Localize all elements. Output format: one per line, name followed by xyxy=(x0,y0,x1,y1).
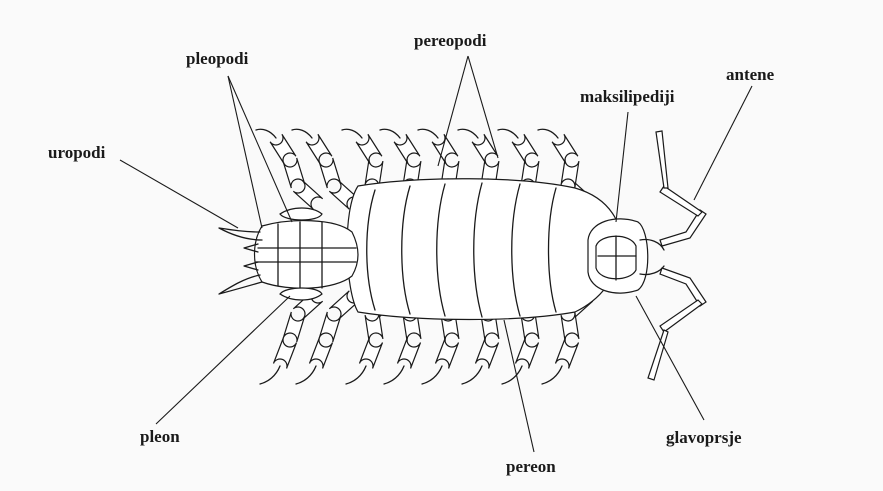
leg-segment xyxy=(270,134,296,164)
leg-segment xyxy=(552,134,578,164)
label-pleopodi: pleopodi xyxy=(186,49,249,68)
leg-claw xyxy=(256,129,276,138)
leg-segment xyxy=(472,134,498,164)
leg-claw xyxy=(380,129,400,138)
leg-segment xyxy=(293,181,322,209)
leg-segment xyxy=(555,337,578,368)
label-pleon: pleon xyxy=(140,427,180,446)
leg-segment xyxy=(397,337,420,368)
pereon-body xyxy=(347,179,621,320)
leg-segment xyxy=(365,313,383,341)
head-cephalothorax xyxy=(588,219,664,293)
leg-segment xyxy=(356,134,382,164)
leg-claw xyxy=(422,366,442,384)
leg-segment xyxy=(273,337,296,368)
leg-claw xyxy=(542,366,562,384)
label-pereopodi: pereopodi xyxy=(414,31,487,50)
leg-claw xyxy=(260,366,280,384)
label-antene: antene xyxy=(726,65,775,84)
leg-claw xyxy=(458,129,478,138)
leg-claw xyxy=(538,129,558,138)
label-uropodi: uropodi xyxy=(48,143,106,162)
antennae xyxy=(648,131,706,380)
leg-segment xyxy=(319,312,340,342)
leg-segment xyxy=(359,337,382,368)
leg-segment xyxy=(309,337,332,368)
leg-claw xyxy=(418,129,438,138)
leg-segment xyxy=(561,313,579,341)
label-maksilipediji: maksilipediji xyxy=(580,87,675,106)
leg-segment xyxy=(435,337,458,368)
leg-claw xyxy=(384,366,404,384)
leg-segment xyxy=(512,134,538,164)
pleon-body xyxy=(255,208,359,300)
leg-claw xyxy=(296,366,316,384)
leg-segment xyxy=(319,158,340,188)
label-pereon: pereon xyxy=(506,457,556,476)
leg-segment xyxy=(515,337,538,368)
leg-claw xyxy=(502,366,522,384)
leg-segment xyxy=(283,312,304,342)
leg-claw xyxy=(346,366,366,384)
leg-claw xyxy=(462,366,482,384)
leg-segment xyxy=(283,158,304,188)
leg-claw xyxy=(342,129,362,138)
label-glavoprsje: glavoprsje xyxy=(666,428,742,447)
leg-segment xyxy=(475,337,498,368)
leg-segment xyxy=(561,159,579,187)
leg-segment xyxy=(306,134,332,164)
leg-claw xyxy=(498,129,518,138)
leg-claw xyxy=(292,129,312,138)
leg-segment xyxy=(394,134,420,164)
